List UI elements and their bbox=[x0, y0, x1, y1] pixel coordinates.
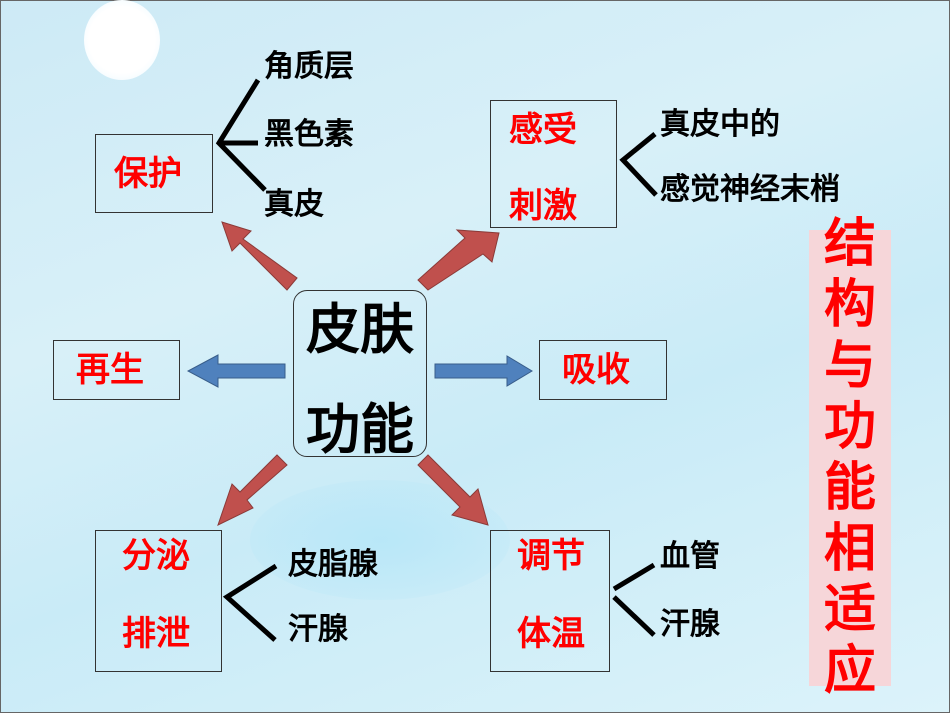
moon-decoration bbox=[84, 0, 160, 80]
regulate-item: 血管 bbox=[660, 539, 720, 574]
secrete-box: 分泌 排泄 bbox=[95, 530, 222, 672]
conclusion-char: 应 bbox=[823, 641, 876, 701]
secrete-item: 皮脂腺 bbox=[288, 547, 378, 582]
bracket-sense bbox=[619, 132, 658, 197]
skin-function-box: 皮肤 功能 bbox=[293, 290, 427, 457]
secrete-line1: 分泌 bbox=[122, 536, 190, 576]
conclusion-char: 功 bbox=[823, 397, 876, 457]
regulate-box: 调节 体温 bbox=[490, 530, 610, 672]
protect-item: 真皮 bbox=[264, 187, 324, 222]
conclusion-char: 与 bbox=[823, 336, 876, 396]
center-line2: 功能 bbox=[306, 398, 414, 461]
arrow-to-regulate bbox=[417, 454, 489, 526]
sense-item: 真皮中的 bbox=[660, 107, 780, 142]
protect-item: 黑色素 bbox=[264, 117, 354, 152]
conclusion-char: 适 bbox=[823, 580, 876, 640]
sense-line1: 感受 bbox=[509, 110, 577, 150]
sense-line2: 刺激 bbox=[509, 186, 577, 226]
sense-box: 感受 刺激 bbox=[490, 100, 617, 228]
protect-item: 角质层 bbox=[264, 49, 354, 84]
secrete-line2: 排泄 bbox=[122, 614, 190, 654]
protect-label: 保护 bbox=[114, 154, 182, 194]
bracket-regulate bbox=[612, 562, 656, 637]
regulate-item: 汗腺 bbox=[660, 607, 720, 642]
arrow-to-sense bbox=[417, 229, 500, 291]
bracket-protect bbox=[215, 78, 267, 192]
regulate-line1: 调节 bbox=[517, 536, 585, 576]
arrow-to-protect bbox=[221, 221, 298, 291]
conclusion-char: 构 bbox=[823, 275, 876, 335]
conclusion-char: 能 bbox=[823, 458, 876, 518]
regulate-line2: 体温 bbox=[517, 614, 585, 654]
regen-label: 再生 bbox=[76, 350, 144, 390]
arrow-to-regen bbox=[186, 354, 286, 388]
arrow-to-absorb bbox=[434, 355, 533, 387]
sense-item: 感觉神经末梢 bbox=[660, 172, 840, 207]
conclusion-char: 结 bbox=[823, 214, 876, 274]
center-line1: 皮肤 bbox=[306, 298, 414, 361]
conclusion-char: 相 bbox=[823, 519, 876, 579]
absorb-box: 吸收 bbox=[539, 340, 667, 400]
secrete-item: 汗腺 bbox=[288, 612, 348, 647]
absorb-label: 吸收 bbox=[562, 350, 630, 390]
protect-box: 保护 bbox=[95, 134, 213, 213]
bracket-secrete bbox=[222, 563, 278, 642]
regen-box: 再生 bbox=[53, 340, 180, 400]
arrow-to-secrete bbox=[217, 454, 288, 526]
conclusion-banner: 结 构 与 功 能 相 适 应 bbox=[809, 214, 891, 701]
